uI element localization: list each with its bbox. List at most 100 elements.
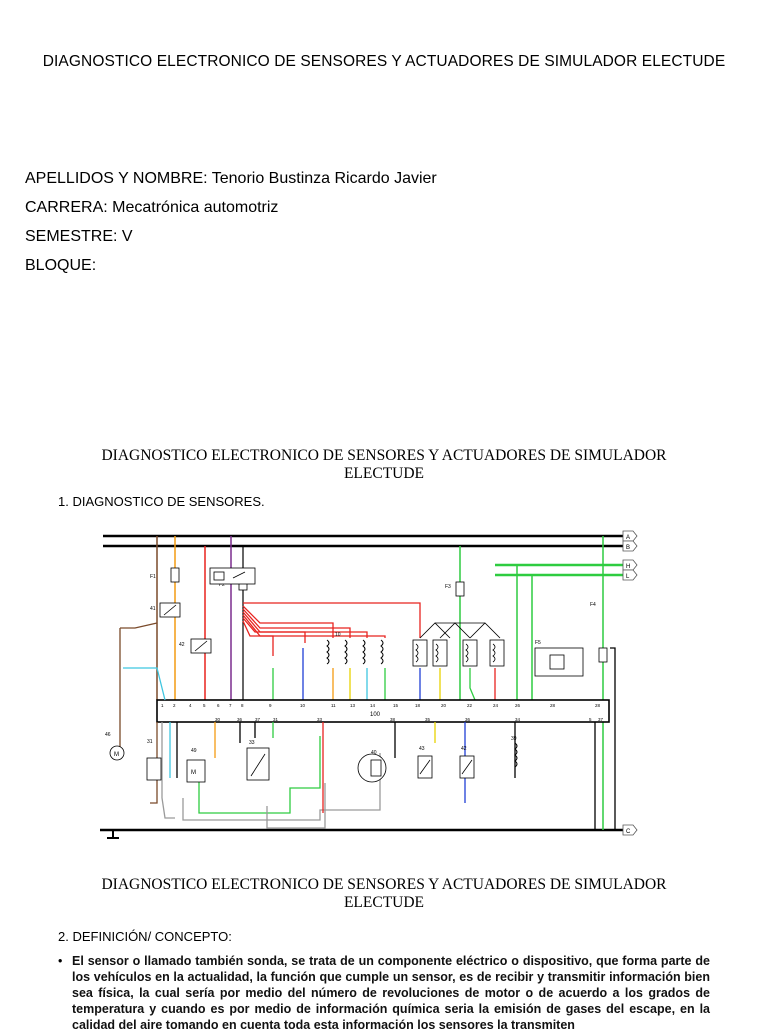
svg-text:36: 36 <box>465 717 471 722</box>
bus-tag-c: C <box>622 824 638 836</box>
svg-text:26: 26 <box>515 703 521 708</box>
svg-text:9: 9 <box>269 703 272 708</box>
throttle-position-sensor: 33 <box>246 740 270 781</box>
svg-text:15: 15 <box>393 703 399 708</box>
svg-text:31: 31 <box>147 739 153 745</box>
svg-text:H: H <box>626 564 630 570</box>
fuse-f4: F4 <box>590 602 608 663</box>
svg-text:M: M <box>191 770 196 776</box>
svg-text:28: 28 <box>595 703 601 708</box>
crankshaft-sensor: 40 <box>357 750 387 783</box>
map-sensor: M 49 <box>186 748 206 783</box>
knock-sensor: 31 <box>146 739 162 781</box>
svg-text:F1: F1 <box>150 574 156 580</box>
svg-text:F3: F3 <box>445 584 451 590</box>
section-title-2-line2: ELECTUDE <box>343 894 425 911</box>
svg-text:13: 13 <box>350 703 356 708</box>
relay-fuel-pump: 42 <box>179 638 212 654</box>
name-row: APELLIDOS Y NOMBRE: Tenorio Bustinza Ric… <box>25 164 437 193</box>
svg-text:42: 42 <box>461 746 467 752</box>
svg-text:46: 46 <box>105 732 111 738</box>
intake-air-temp-sensor: 42 <box>459 746 475 779</box>
injector-2 <box>432 639 448 667</box>
svg-text:10: 10 <box>300 703 306 708</box>
coolant-temp-sensor: 43 <box>417 746 433 779</box>
fan-motor: M 46 <box>105 732 125 761</box>
section-title-1: DIAGNOSTICO ELECTRONICO DE SENSORES Y AC… <box>40 447 728 483</box>
svg-text:34: 34 <box>515 717 521 722</box>
svg-text:30: 30 <box>215 717 221 722</box>
career-label: CARRERA: <box>25 199 108 216</box>
svg-text:100: 100 <box>370 712 381 718</box>
svg-text:39: 39 <box>511 736 517 742</box>
svg-text:49: 49 <box>191 748 197 754</box>
svg-text:10: 10 <box>335 632 341 638</box>
injector-1 <box>412 639 428 667</box>
section-title-1-line2: ELECTUDE <box>343 465 425 482</box>
definition-text: El sensor o llamado también sonda, se tr… <box>72 954 710 1032</box>
sensor-wires-top <box>272 648 496 701</box>
sensor-diagnosis-heading: 1. DIAGNOSTICO DE SENSORES. <box>58 494 265 509</box>
section-title-2: DIAGNOSTICO ELECTRONICO DE SENSORES Y AC… <box>40 876 728 912</box>
bus-tag-l: L <box>622 569 638 581</box>
svg-text:1: 1 <box>161 703 164 708</box>
relay-top <box>209 567 256 585</box>
ecu-pin-labels: 1 2 4 5 6 7 8 9 10 11 13 14 15 18 20 22 … <box>161 703 604 722</box>
svg-text:11: 11 <box>331 703 336 708</box>
ground-icon <box>107 830 119 839</box>
ecu-connector: 100 <box>156 699 610 723</box>
semester-value: V <box>121 228 133 245</box>
injector-4 <box>489 639 505 667</box>
svg-text:M: M <box>114 752 119 758</box>
svg-text:7: 7 <box>229 703 232 708</box>
wiring-diagram: A B H L C F1 F2 F3 F4 <box>100 530 638 839</box>
idle-control-valve: F5 <box>534 640 584 677</box>
svg-text:8: 8 <box>241 703 244 708</box>
svg-text:2: 2 <box>173 703 176 708</box>
relay-main: 41 <box>150 602 181 618</box>
svg-text:20: 20 <box>441 703 447 708</box>
svg-text:4: 4 <box>189 703 192 708</box>
semester-row: SEMESTRE: V <box>25 222 437 251</box>
name-label: APELLIDOS Y NOMBRE: <box>25 170 208 187</box>
injector-rail <box>419 622 501 639</box>
career-row: CARRERA: Mecatrónica automotriz <box>25 193 437 222</box>
svg-text:18: 18 <box>415 703 421 708</box>
svg-text:24: 24 <box>493 703 499 708</box>
bus-tag-a: A <box>622 530 638 542</box>
bus-tag-b: B <box>622 540 638 552</box>
document-title: DIAGNOSTICO ELECTRONICO DE SENSORES Y AC… <box>42 53 726 70</box>
fuse-f1: F1 <box>150 567 180 583</box>
ignition-coil-3 <box>362 639 366 665</box>
ignition-coil-4 <box>380 639 384 665</box>
svg-text:F2: F2 <box>219 582 225 588</box>
svg-text:41: 41 <box>150 606 156 612</box>
sensor-wires-bottom <box>119 622 616 830</box>
oxygen-sensor: 39 <box>511 736 518 768</box>
name-value: Tenorio Bustinza Ricardo Javier <box>211 170 437 187</box>
svg-text:33: 33 <box>317 717 323 722</box>
svg-text:36: 36 <box>237 717 243 722</box>
svg-text:31: 31 <box>273 717 279 722</box>
injector-3 <box>462 639 478 667</box>
svg-text:37: 37 <box>598 717 604 722</box>
svg-text:F5: F5 <box>535 640 541 646</box>
svg-text:35: 35 <box>425 717 431 722</box>
section-title-1-line1: DIAGNOSTICO ELECTRONICO DE SENSORES Y AC… <box>101 447 667 464</box>
svg-text:28: 28 <box>550 703 556 708</box>
svg-text:A: A <box>626 535 630 541</box>
svg-text:5: 5 <box>203 703 206 708</box>
svg-text:6: 6 <box>217 703 220 708</box>
bus-tag-h: H <box>622 559 638 571</box>
career-value: Mecatrónica automotriz <box>112 199 279 216</box>
definition-bullet: • El sensor o llamado también sonda, se … <box>58 953 710 1033</box>
svg-text:33: 33 <box>249 740 255 746</box>
semester-label: SEMESTRE: <box>25 228 118 245</box>
svg-text:40: 40 <box>371 750 377 756</box>
ignition-coil-1: 10 <box>326 632 341 665</box>
svg-text:38: 38 <box>390 717 396 722</box>
svg-text:42: 42 <box>179 642 185 648</box>
svg-text:L: L <box>626 574 630 580</box>
svg-text:14: 14 <box>370 703 376 708</box>
red-harness <box>242 602 421 656</box>
